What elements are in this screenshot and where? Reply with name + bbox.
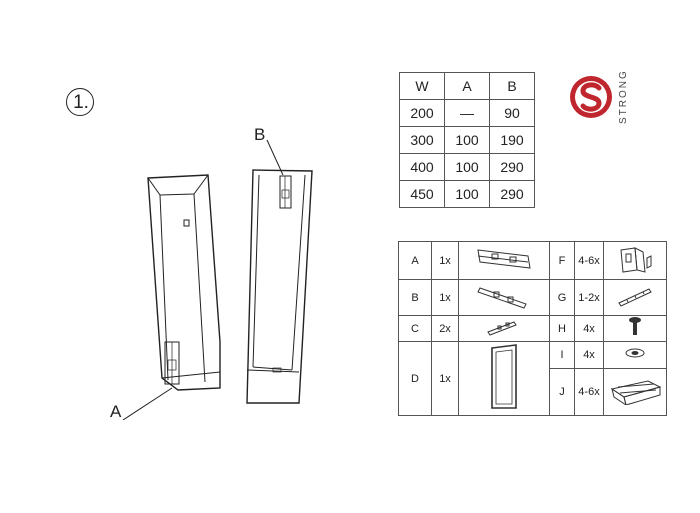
strong-logo-icon (570, 76, 612, 118)
header-b: B (489, 72, 535, 100)
bracket-icon (477, 287, 527, 309)
part-qty: 1-2x (574, 279, 604, 316)
header-w: W (399, 72, 445, 100)
part-f-image (603, 241, 667, 280)
panel-icon (491, 344, 517, 409)
table-row: J 4-6x (399, 367, 667, 417)
table-row: C 2x H 4x (398, 315, 667, 342)
cell-b: 190 (489, 126, 535, 154)
cell-w: 400 (399, 153, 445, 181)
part-qty: 1x (431, 241, 459, 280)
part-qty: 1x (431, 341, 459, 416)
cell-a: 100 (444, 180, 490, 208)
part-a-image (458, 241, 550, 280)
cell-w: 450 (399, 180, 445, 208)
clip-icon (620, 247, 652, 273)
label-b: B (254, 125, 266, 144)
part-qty: 4x (574, 341, 604, 369)
part-i-image (603, 341, 667, 369)
part-qty: 4x (574, 315, 604, 342)
part-d-image (458, 341, 550, 416)
cell-w: 200 (399, 99, 445, 127)
part-letter: H (549, 315, 575, 342)
parts-table: A 1x F 4-6x B 1x G 1-2x C 2x H 4x (398, 241, 667, 417)
table-row: 200 — 90 (399, 99, 535, 127)
cabinet-2-drawing (246, 169, 313, 404)
header-a: A (444, 72, 490, 100)
strip-icon (618, 288, 652, 307)
brand-name: STRONG (618, 69, 629, 124)
step-number: 1. (66, 88, 94, 116)
dimensions-table: W A B 200 — 90 300 100 190 400 100 290 4… (399, 72, 535, 208)
cell-a: 100 (444, 126, 490, 154)
cabinet-1-drawing (147, 174, 221, 391)
washer-icon (625, 348, 645, 358)
table-row: B 1x G 1-2x (398, 279, 667, 316)
basket-icon (610, 380, 662, 407)
cell-b: 290 (489, 180, 535, 208)
table-header-row: W A B (399, 72, 535, 100)
screw-icon (629, 317, 641, 335)
part-letter: J (549, 367, 575, 417)
part-h-image (603, 315, 667, 342)
label-a: A (110, 402, 122, 421)
part-qty: 4-6x (574, 241, 604, 280)
part-b-image (458, 279, 550, 316)
part-letter: F (549, 241, 575, 280)
cell-a: — (444, 99, 490, 127)
table-row: 400 100 290 (399, 153, 535, 181)
part-letter: C (398, 315, 432, 342)
part-letter: A (398, 241, 432, 280)
table-row: D 1x I 4x (398, 341, 667, 416)
part-qty: 1x (431, 279, 459, 316)
table-row: 300 100 190 (399, 126, 535, 154)
plate-icon (487, 321, 517, 336)
part-g-image (603, 279, 667, 316)
part-j-image (603, 367, 667, 417)
cell-w: 300 (399, 126, 445, 154)
table-row: 450 100 290 (399, 180, 535, 208)
part-letter: D (398, 341, 432, 416)
cell-a: 100 (444, 153, 490, 181)
cell-b: 290 (489, 153, 535, 181)
part-letter: I (549, 341, 575, 369)
table-row: A 1x F 4-6x (398, 241, 667, 280)
part-letter: B (398, 279, 432, 316)
part-qty: 4-6x (574, 367, 604, 417)
cell-b: 90 (489, 99, 535, 127)
part-qty: 2x (431, 315, 459, 342)
cabinet-illustrations (122, 139, 313, 420)
part-letter: G (549, 279, 575, 316)
rail-icon (477, 249, 531, 269)
part-c-image (458, 315, 550, 342)
